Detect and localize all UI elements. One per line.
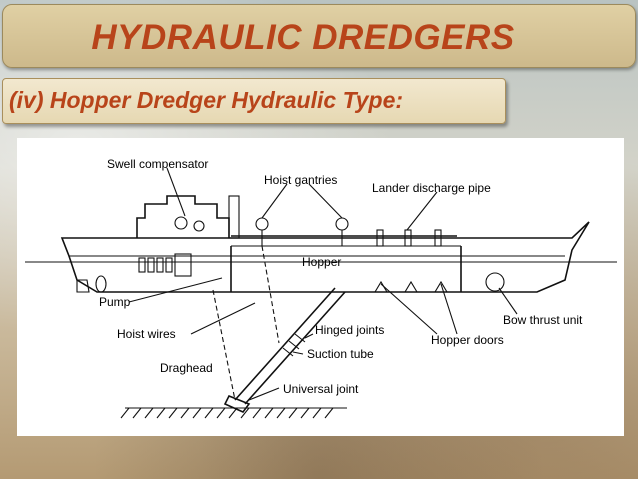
swell-compensator-wheel [174,216,188,230]
label-swell-compensator: Swell compensator [107,157,208,171]
leader-line [261,183,288,219]
label-draghead: Draghead [160,361,213,375]
hopper-walls [230,246,462,292]
leader-line [128,277,223,303]
hoist-wire [261,245,280,344]
leader-line [380,283,438,335]
label-hoist-gantries: Hoist gantries [264,173,337,187]
hinged-joints-marks [282,333,306,357]
hopper-doors [374,280,448,293]
hopper-dredger-diagram: Swell compensator Hoist gantries Lander … [25,157,617,419]
draghead [223,394,251,413]
leader-line [248,387,280,401]
engine-window [156,257,164,273]
label-hopper: Hopper [302,255,341,269]
discharge-valve [434,229,442,247]
machinery-block [174,253,192,277]
engine-window [147,257,155,273]
label-bow-thrust-unit: Bow thrust unit [503,313,583,327]
leader-line [440,283,458,335]
hoist-wire [212,289,236,401]
label-pump: Pump [99,295,131,309]
funnel [228,195,240,239]
leader-line [166,167,186,217]
hoist-gantry-wheel [255,217,269,231]
discharge-valve [376,229,384,247]
leader-line [304,333,314,339]
seabed-hatching [120,407,334,419]
label-hoist-wires: Hoist wires [117,327,176,341]
leader-line [406,191,438,231]
hoist-gantry-wheel [335,217,349,231]
rudder [76,279,90,293]
leader-line [308,183,343,219]
leader-line [292,351,304,355]
title-banner: HYDRAULIC DREDGERS [2,4,636,68]
suction-tube [234,287,336,401]
label-lander-discharge-pipe: Lander discharge pipe [372,181,491,195]
subtitle-banner: (iv) Hopper Dredger Hydraulic Type: [2,78,506,124]
label-hinged-joints: Hinged joints [315,323,384,337]
diagram-panel: Swell compensator Hoist gantries Lander … [17,138,624,436]
label-universal-joint: Universal joint [283,382,359,396]
label-suction-tube: Suction tube [307,347,374,361]
engine-window [138,257,146,273]
leader-line [498,287,518,315]
suction-tube-edge [244,291,346,405]
superstructure [136,195,230,238]
ship-hull [60,221,590,293]
bow-thrust-unit [485,272,505,292]
leader-line [190,302,256,335]
discharge-valve [404,229,412,247]
engine-window [165,257,173,273]
propeller [95,275,107,293]
slide-subtitle: (iv) Hopper Dredger Hydraulic Type: [9,87,404,113]
gantry-wheel [193,220,205,232]
slide-title: HYDRAULIC DREDGERS [91,18,515,57]
label-hopper-doors: Hopper doors [431,333,504,347]
